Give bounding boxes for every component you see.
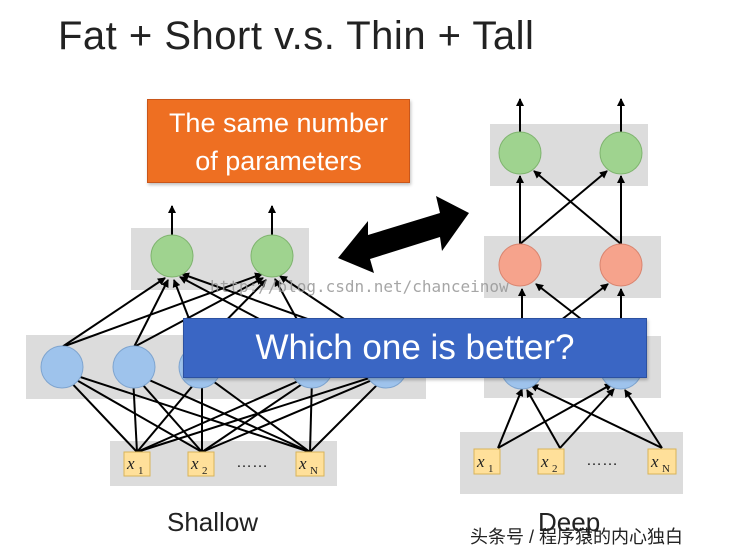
shallow-output-node-1 <box>150 234 194 278</box>
deep-output-node-1 <box>498 131 542 175</box>
shallow-input-x1: x 1 <box>123 451 151 477</box>
shallow-hidden-node-2 <box>112 345 156 389</box>
source-credit: 头条号 / 程序猿的内心独白 <box>470 527 684 547</box>
question-callout: Which one is better? <box>183 318 647 378</box>
svg-text:N: N <box>662 463 670 475</box>
svg-text:x: x <box>650 452 659 471</box>
deep-input-xN: x N <box>647 448 677 475</box>
deep-output-arrows <box>516 98 625 132</box>
same-parameters-line-1: The same number <box>168 108 389 138</box>
deep-output-node-2 <box>599 131 643 175</box>
same-parameters-line-2: of parameters <box>195 146 362 176</box>
watermark-url: http://blog.csdn.net/chanceinow <box>210 277 509 296</box>
svg-text:1: 1 <box>488 463 494 475</box>
svg-text:x: x <box>126 454 135 473</box>
shallow-hidden-node-1 <box>40 345 84 389</box>
shallow-input-x2: x 2 <box>187 451 215 477</box>
shallow-network-label: Shallow <box>167 507 259 537</box>
page-title: Fat + Short v.s. Thin + Tall <box>58 14 535 58</box>
deep-input-x1: x 1 <box>473 448 501 475</box>
deep-hidden2-node-1 <box>498 243 542 287</box>
deep-network-label: Deep <box>538 507 601 537</box>
shallow-output-arrows <box>168 205 276 236</box>
deep-input-ellipsis: …… <box>586 452 618 469</box>
same-parameters-callout: The same number of parameters <box>147 99 410 183</box>
shallow-input-xN: x N <box>295 451 325 477</box>
svg-text:x: x <box>476 452 485 471</box>
svg-text:x: x <box>540 452 549 471</box>
deep-top-edges <box>516 170 625 245</box>
shallow-input-edges <box>63 371 387 453</box>
deep-hidden2-node-2 <box>599 243 643 287</box>
svg-text:2: 2 <box>202 465 208 477</box>
svg-text:N: N <box>310 465 318 477</box>
deep-input-edges <box>497 383 663 449</box>
svg-text:x: x <box>298 454 307 473</box>
svg-text:1: 1 <box>138 465 144 477</box>
compare-double-arrow-icon <box>338 196 469 273</box>
shallow-input-ellipsis: …… <box>236 454 268 471</box>
svg-text:2: 2 <box>552 463 558 475</box>
svg-text:x: x <box>190 454 199 473</box>
deep-input-x2: x 2 <box>537 448 565 475</box>
shallow-output-node-2 <box>250 234 294 278</box>
